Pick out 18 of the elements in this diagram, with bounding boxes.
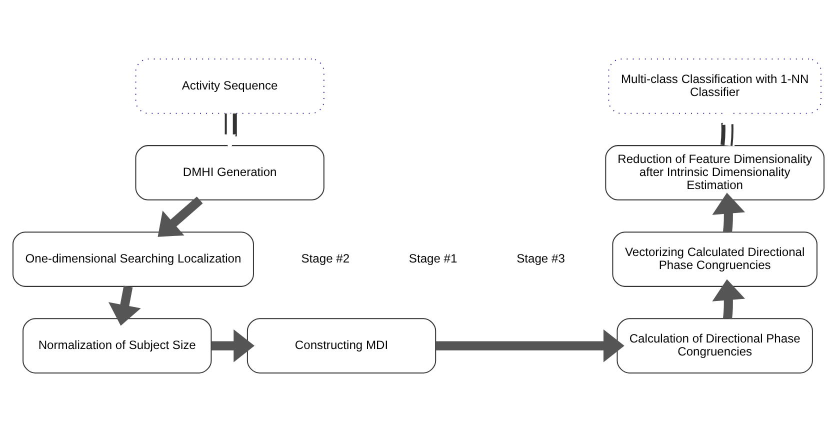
arrow	[108, 286, 141, 326]
node-box: Calculation of Directional Phase Congruencies	[616, 318, 813, 374]
node-box: Constructing MDI	[246, 318, 436, 374]
node-box: Multi-class Classification with 1-NN Classifier	[608, 58, 822, 114]
label: Stage #2	[301, 251, 350, 266]
node-box: DMHI Generation	[135, 145, 324, 200]
arrow	[712, 192, 746, 232]
node-box: Vectorizing Calculated Directional Phase Congruencies	[612, 232, 818, 287]
node-box: Normalization of Subject Size	[22, 318, 212, 374]
arrow	[211, 329, 255, 362]
node-box: Activity Sequence	[135, 58, 324, 114]
node-box: Reduction of Feature Dimensionality after Intrinsic Dimensionality Estimation	[605, 145, 825, 200]
node-box: One-dimensional Searching Localization	[12, 232, 254, 287]
arrow	[158, 196, 203, 237]
label: Stage #3	[516, 251, 565, 266]
arrow	[712, 279, 746, 320]
label: Stage #1	[408, 251, 458, 266]
arrow	[436, 329, 624, 362]
